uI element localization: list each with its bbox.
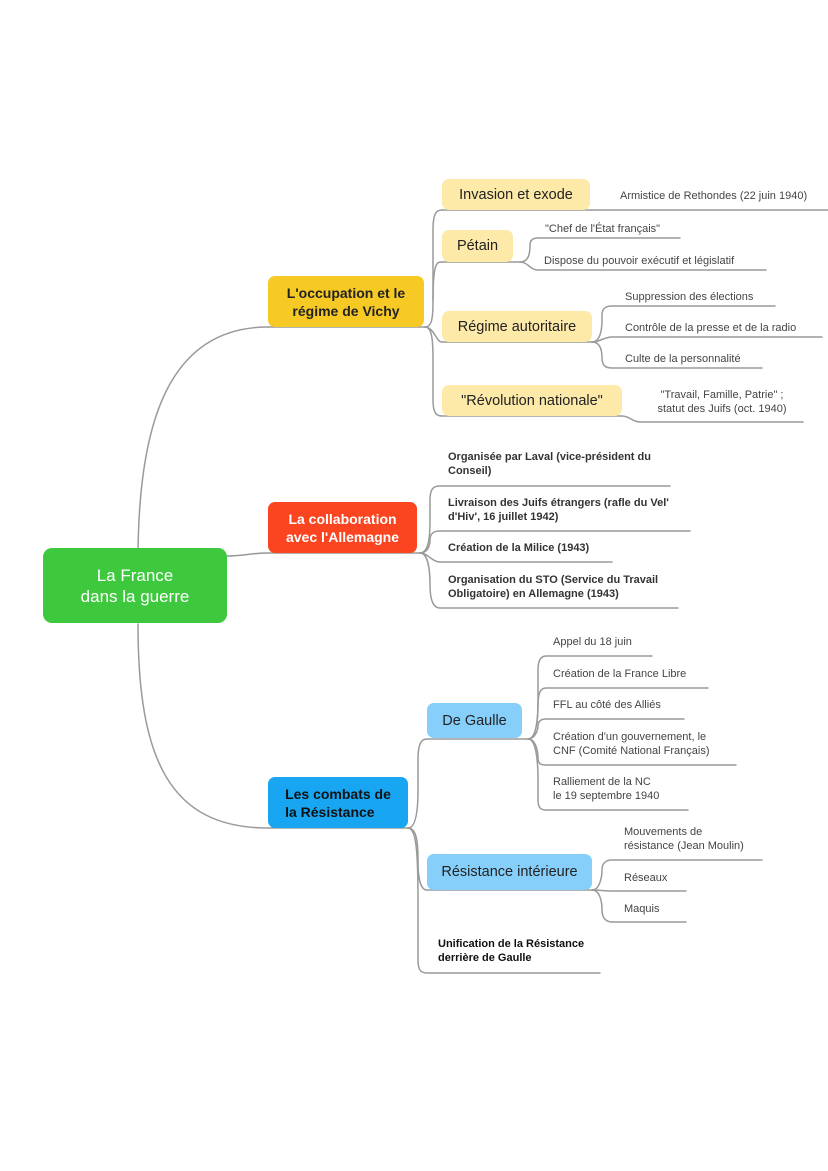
- leaf-travail-famille-patrie: "Travail, Famille, Patrie" ; statut des …: [648, 388, 796, 416]
- branch-occupation-title-line2: régime de Vichy: [292, 302, 400, 319]
- root-title-line2: dans la guerre: [80, 586, 190, 606]
- connector-resistance-interieure: [407, 827, 428, 891]
- node-petain-label: Pétain: [456, 238, 499, 254]
- connector-occupation-petain: [432, 261, 443, 301]
- root-node: La France dans la guerre: [43, 548, 227, 623]
- branch-collaboration-title-line1: La collaboration: [288, 510, 397, 527]
- collab-item-laval: Organisée par Laval (vice-président du C…: [448, 450, 651, 478]
- degaulle-leaf-ralliement-line2: le 19 septembre 1940: [553, 790, 660, 802]
- node-regime-autoritaire-label: Régime autoritaire: [457, 318, 577, 335]
- connector-occupation-down: [424, 326, 443, 417]
- node-regime-autoritaire: Régime autoritaire: [442, 311, 592, 342]
- connector-resistance-unification: [407, 827, 601, 974]
- node-invasion-exode: Invasion et exode: [442, 179, 590, 210]
- branch-resistance-title-line2: la Résistance: [285, 803, 375, 820]
- interieure-leaf-mouvements-line2: résistance (Jean Moulin): [624, 840, 744, 852]
- interieure-leaf-maquis: Maquis: [624, 902, 659, 916]
- degaulle-leaf-cnf-line1: Création d'un gouvernement, le: [553, 731, 707, 743]
- connector-root-resistance: [137, 623, 269, 829]
- node-de-gaulle: De Gaulle: [427, 703, 522, 738]
- collab-item-sto: Organisation du STO (Service du Travail …: [448, 573, 658, 601]
- degaulle-leaf-cnf-line2: CNF (Comité National Français): [553, 745, 710, 757]
- connector-occupation-regime: [424, 326, 443, 343]
- connector-degaulle-leaf2: [527, 687, 709, 740]
- connector-revolution-leaf: [621, 415, 804, 423]
- collab-item-rafle-line2: d'Hiv', 16 juillet 1942): [448, 511, 559, 523]
- branch-collaboration: La collaboration avec l'Allemagne: [268, 502, 417, 553]
- leaf-culte-personnalite: Culte de la personnalité: [625, 353, 741, 365]
- node-invasion-exode-label: Invasion et exode: [459, 186, 573, 203]
- leaf-controle-presse: Contrôle de la presse et de la radio: [625, 322, 797, 334]
- node-petain: Pétain: [442, 230, 513, 262]
- leaf-travail-famille-patrie-line1: "Travail, Famille, Patrie" ;: [660, 389, 784, 401]
- root-title-line1: La France: [96, 565, 174, 585]
- connector-interieure-leaf2: [591, 889, 687, 892]
- connector-regime-leaf1: [591, 305, 776, 343]
- collab-item-milice-line1: Création de la Milice (1943): [448, 542, 590, 554]
- node-resistance-interieure: Résistance intérieure: [427, 854, 592, 890]
- connector-degaulle-leaf3: [527, 718, 685, 740]
- degaulle-leaf-ralliement-line1: Ralliement de la NC: [553, 776, 651, 788]
- degaulle-leaf-ffl: FFL au côté des Alliés: [553, 698, 661, 712]
- degaulle-leaf-appel-line1: Appel du 18 juin: [553, 636, 632, 648]
- collab-item-sto-line2: Obligatoire) en Allemagne (1943): [448, 588, 619, 600]
- connector-regime-leaf2: [591, 336, 823, 343]
- interieure-leaf-reseaux-line1: Réseaux: [624, 872, 668, 884]
- leaf-suppression-elections: Suppression des élections: [625, 291, 754, 303]
- leaf-unification-line2: derrière de Gaulle: [438, 952, 532, 964]
- branch-resistance: Les combats de la Résistance: [268, 777, 408, 828]
- connector-petain-spine: [519, 237, 681, 263]
- degaulle-leaf-ralliement: Ralliement de la NC le 19 septembre 1940: [553, 775, 659, 803]
- branch-resistance-title-line1: Les combats de: [285, 785, 391, 802]
- degaulle-leaf-cnf: Création d'un gouvernement, le CNF (Comi…: [553, 730, 709, 758]
- connector-degaulle-leaf4: [527, 738, 737, 766]
- degaulle-leaf-france-libre: Création de la France Libre: [553, 667, 686, 681]
- connector-occupation-up: [424, 209, 443, 328]
- collab-item-sto-line1: Organisation du STO (Service du Travail: [448, 574, 659, 586]
- collab-item-rafle: Livraison des Juifs étrangers (rafle du …: [448, 496, 669, 524]
- degaulle-leaf-appel: Appel du 18 juin: [553, 635, 632, 649]
- leaf-armistice: Armistice de Rethondes (22 juin 1940): [620, 190, 808, 202]
- collab-item-rafle-line1: Livraison des Juifs étrangers (rafle du …: [448, 497, 669, 509]
- branch-occupation: L'occupation et le régime de Vichy: [268, 276, 424, 327]
- connector-resistance-degaulle: [407, 738, 428, 829]
- leaf-chef-etat: "Chef de l'État français": [545, 223, 661, 235]
- connector-root-collaboration: [225, 552, 269, 557]
- leaf-pouvoir: Dispose du pouvoir exécutif et législati…: [544, 255, 735, 267]
- collab-item-milice: Création de la Milice (1943): [448, 541, 589, 555]
- interieure-leaf-mouvements: Mouvements de résistance (Jean Moulin): [624, 825, 744, 853]
- connector-degaulle-leaf5: [527, 738, 689, 811]
- connector-interieure-leaf1: [591, 859, 763, 891]
- connector-interieure-leaf3: [591, 889, 687, 923]
- node-de-gaulle-label: De Gaulle: [442, 712, 507, 729]
- connector-collab-item2: [419, 530, 691, 554]
- node-revolution-nationale: "Révolution nationale": [442, 385, 622, 416]
- leaf-unification-line1: Unification de la Résistance: [438, 938, 585, 950]
- connector-collab-item4: [419, 552, 679, 609]
- degaulle-leaf-ffl-line1: FFL au côté des Alliés: [553, 699, 661, 711]
- interieure-leaf-reseaux: Réseaux: [624, 871, 667, 885]
- collab-item-laval-line1: Organisée par Laval (vice-président du: [448, 451, 651, 463]
- branch-collaboration-title-line2: avec l'Allemagne: [285, 528, 400, 545]
- connector-collab-item1: [419, 485, 671, 554]
- node-revolution-nationale-label: "Révolution nationale": [461, 392, 603, 409]
- connector-petain-leaf2: [519, 261, 767, 271]
- branch-occupation-title-line1: L'occupation et le: [286, 284, 406, 301]
- connector-regime-leaf3: [591, 341, 763, 369]
- degaulle-leaf-france-libre-line1: Création de la France Libre: [553, 668, 687, 680]
- interieure-leaf-mouvements-line1: Mouvements de: [624, 826, 703, 838]
- interieure-leaf-maquis-line1: Maquis: [624, 903, 660, 915]
- node-resistance-interieure-label: Résistance intérieure: [441, 864, 578, 880]
- leaf-unification: Unification de la Résistance derrière de…: [438, 937, 584, 965]
- leaf-travail-famille-patrie-line2: statut des Juifs (oct. 1940): [657, 403, 787, 415]
- collab-item-laval-line2: Conseil): [448, 465, 492, 477]
- connector-root-occupation: [137, 326, 269, 561]
